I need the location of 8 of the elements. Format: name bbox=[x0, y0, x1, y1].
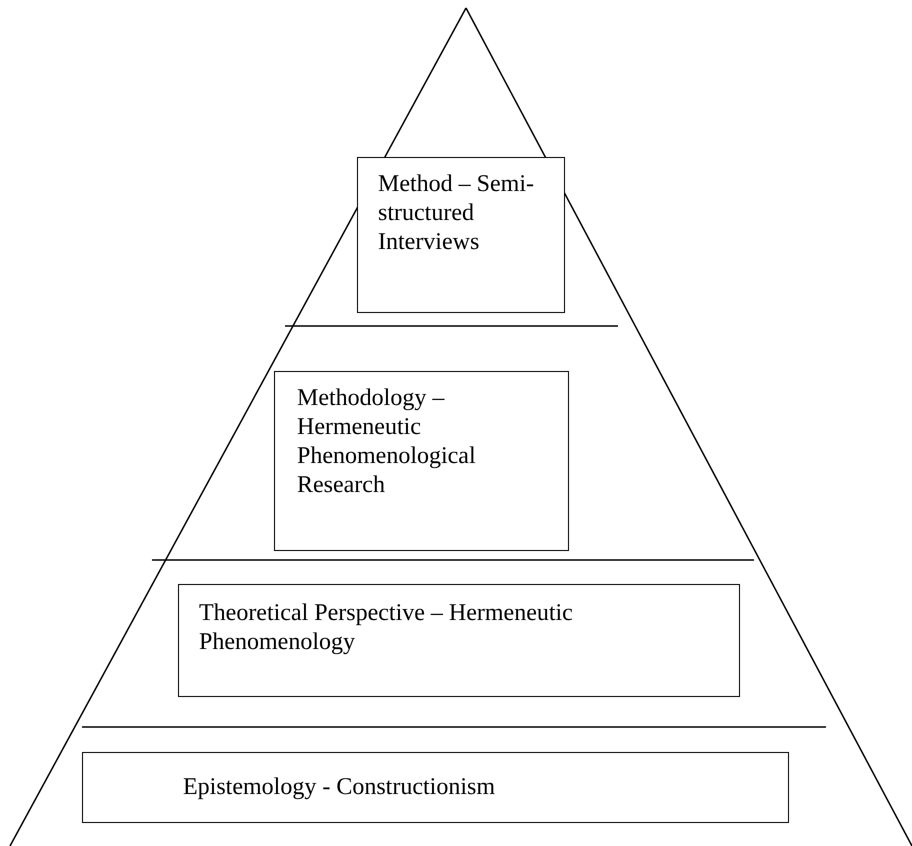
level-label: Methodology – Hermeneutic Phenomenological Research bbox=[297, 384, 477, 500]
level-label: Epistemology - Constructionism bbox=[183, 773, 496, 802]
text-box bbox=[274, 371, 569, 551]
text-box bbox=[178, 584, 740, 697]
level-label: Method – Semi-structured Interviews bbox=[378, 170, 535, 257]
text-box bbox=[357, 157, 565, 313]
level-label: Theoretical Perspective – Hermeneutic Phenomenology bbox=[199, 599, 574, 657]
text-box bbox=[82, 752, 789, 823]
